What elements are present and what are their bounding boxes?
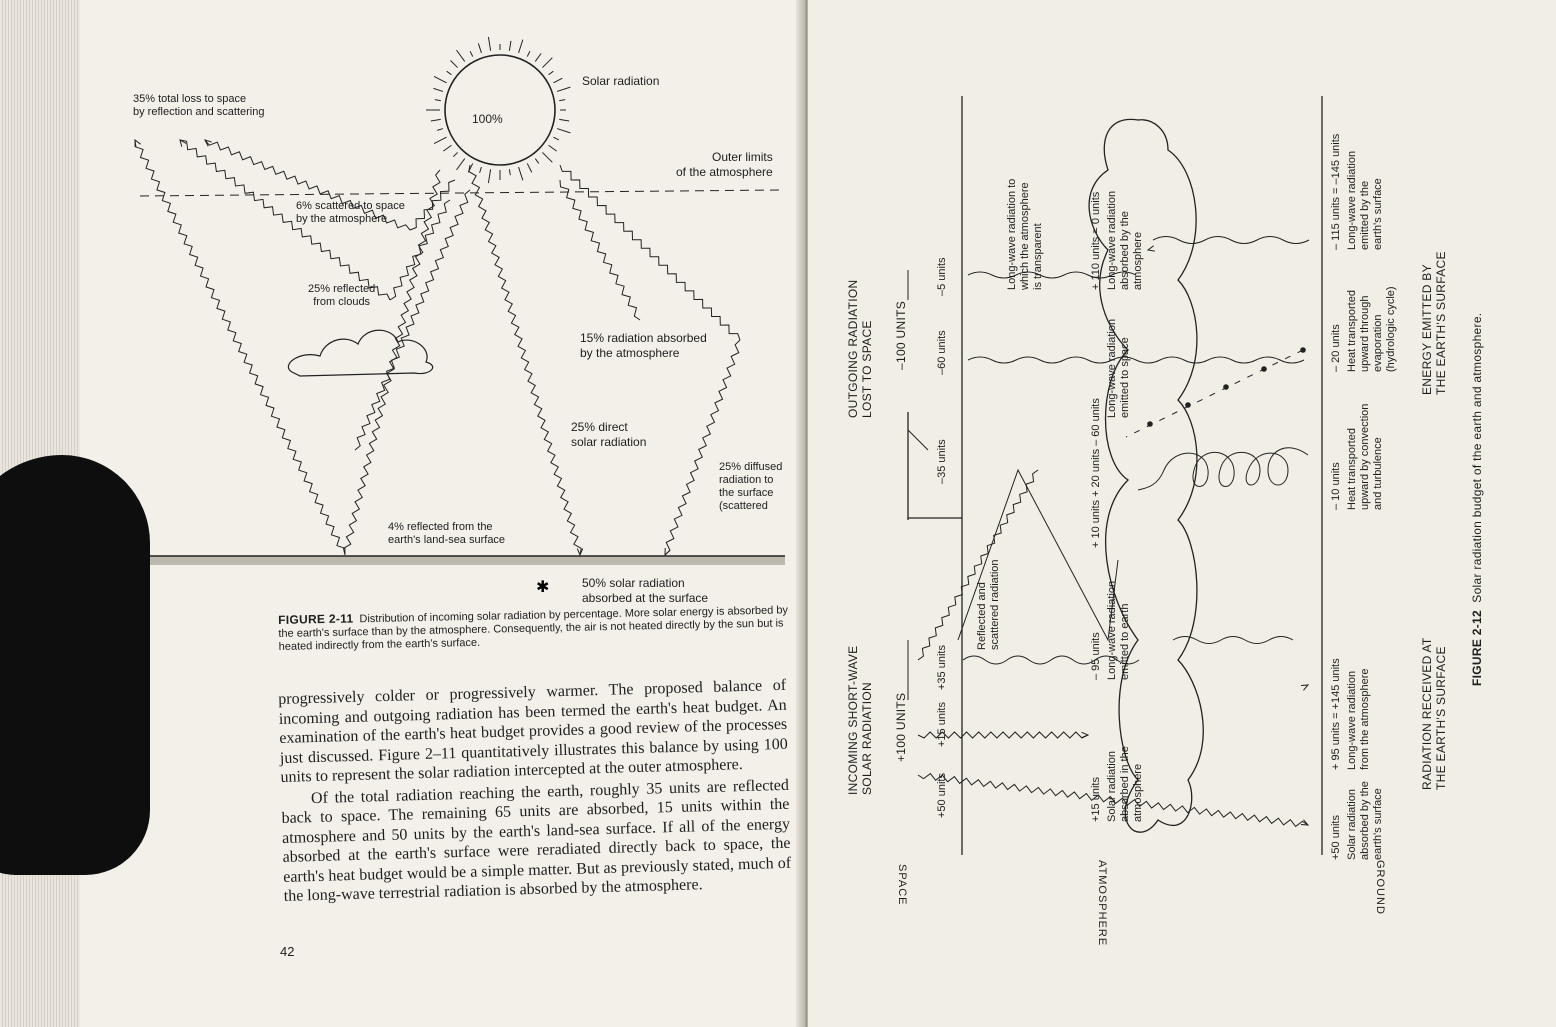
left-page: ✱ 100% Solar radiation 35% total loss to… xyxy=(0,0,805,1027)
incoming-total: +100 UNITS xyxy=(894,692,908,762)
caption-label: FIGURE 2-11 xyxy=(277,611,354,627)
incoming-15: +15 units xyxy=(936,702,948,747)
atmosphere-outline xyxy=(1088,118,1204,833)
convection-loops xyxy=(1137,447,1309,491)
figure-2-12-diagram xyxy=(907,96,1323,855)
atm-value-2: – 95 units xyxy=(1090,632,1102,680)
ground-value-5: – 115 units = –145 units xyxy=(1330,133,1342,250)
ground-value-2: + 95 units = +145 units xyxy=(1330,658,1342,770)
atmosphere-limit-line xyxy=(139,189,781,197)
incoming-title: INCOMING SHORT-WAVE SOLAR RADIATION xyxy=(846,645,874,795)
label-absorbed-atmosphere: 15% radiation absorbed by the atmosphere xyxy=(580,331,707,360)
received-title: RADIATION RECEIVED AT THE EARTH'S SURFAC… xyxy=(1420,637,1448,790)
zone-ground: GROUND xyxy=(1374,860,1386,915)
ground-value-4: – 20 units xyxy=(1330,324,1342,372)
zone-space: SPACE xyxy=(896,864,908,906)
atm-text-1: Solar radiation absorbed in the atmosphe… xyxy=(1106,746,1144,822)
atm-text-4: Long-wave radiation absorbed by the atmo… xyxy=(1106,190,1144,290)
label-outer-limits: Outer limits of the atmosphere xyxy=(676,150,773,179)
label-direct: 25% direct solar radiation xyxy=(571,420,647,449)
outgoing-5: –5 units xyxy=(936,257,948,296)
radiation-arrows xyxy=(907,236,1310,828)
ground-text-3: Heat transported upward by convection an… xyxy=(1346,403,1384,510)
ground-value-1: +50 units xyxy=(1330,815,1342,860)
caption-2-12-text: Solar radiation budget of the earth and … xyxy=(1470,312,1484,603)
label-absorbed-surface: 50% solar radiation absorbed at the surf… xyxy=(582,576,709,605)
thumb-shadow xyxy=(0,455,150,875)
label-reflected-surface: 4% reflected from the earth's land-sea s… xyxy=(388,521,506,546)
radiation-paths xyxy=(134,138,741,557)
page-number: 42 xyxy=(280,944,295,959)
caption-2-12-label: FIGURE 2-12 xyxy=(1470,610,1484,686)
right-page: SPACE ATMOSPHERE GROUND INCOMING SHORT-W… xyxy=(808,0,1556,1027)
atm-value-3: + 10 units + 20 units – 60 units xyxy=(1090,398,1102,548)
outgoing-total: –100 UNITS xyxy=(894,300,908,370)
label-scattered-space: 6% scattered to space by the atmosphere xyxy=(296,200,405,225)
absorption-icon: ✱ xyxy=(536,577,549,596)
atm-text-2: Long-wave radiation emitted to earth xyxy=(1106,580,1131,680)
figure-2-12-caption: FIGURE 2-12 Solar radiation budget of th… xyxy=(1470,313,1484,686)
figure-2-11-diagram: ✱ xyxy=(134,36,785,596)
sun-percent: 100% xyxy=(472,112,503,126)
atm-value-1: +15 units xyxy=(1090,777,1102,822)
ground-text-4: Heat transported upward through evaporat… xyxy=(1346,286,1397,372)
incoming-50: +50 units xyxy=(936,773,948,818)
outgoing-title: OUTGOING RADIATION LOST TO SPACE xyxy=(846,279,874,418)
transparent-label: Long-wave radiation to which the atmosph… xyxy=(1006,178,1044,290)
ground-surface xyxy=(135,556,785,565)
reflected-label: Reflected and scattered radiation xyxy=(976,559,1001,651)
body-paragraph-2: Of the total radiation reaching the eart… xyxy=(281,776,792,905)
ground-value-3: – 10 units xyxy=(1330,462,1342,510)
ground-text-5: Long-wave radiation emitted by the earth… xyxy=(1346,150,1384,250)
zone-atmosphere: ATMOSPHERE xyxy=(1096,860,1108,947)
evaporation-arrow xyxy=(1125,349,1304,438)
sun-rays xyxy=(426,36,571,184)
ground-text-1: Solar radiation absorbed by the earth's … xyxy=(1346,781,1384,860)
cloud-icon xyxy=(287,329,434,377)
evaporation-dots xyxy=(1147,347,1306,427)
body-paragraph-1: progressively colder or progressively wa… xyxy=(278,676,788,786)
label-diffused: 25% diffused radiation to the surface (s… xyxy=(719,461,783,512)
outgoing-60: –60 units xyxy=(936,330,948,375)
emitted-title: ENERGY EMITTED BY THE EARTH'S SURFACE xyxy=(1420,251,1448,395)
sun-icon xyxy=(444,54,556,166)
incoming-35: +35 units xyxy=(936,645,948,690)
caption-text: Distribution of incoming solar radiation… xyxy=(278,604,789,653)
label-reflected-clouds: 25% reflected from clouds xyxy=(308,283,376,308)
ground-text-2: Long-wave radiation from the atmosphere xyxy=(1346,668,1371,771)
label-solar-radiation: Solar radiation xyxy=(582,74,660,88)
outgoing-35: –35 units xyxy=(936,439,948,484)
atm-value-4: + 110 units = 0 units xyxy=(1090,191,1102,290)
body-text: progressively colder or progressively wa… xyxy=(278,676,792,907)
atm-text-3: Long-wave radiation emitted to space xyxy=(1106,318,1131,418)
label-total-loss: 35% total loss to space by reflection an… xyxy=(133,93,265,118)
